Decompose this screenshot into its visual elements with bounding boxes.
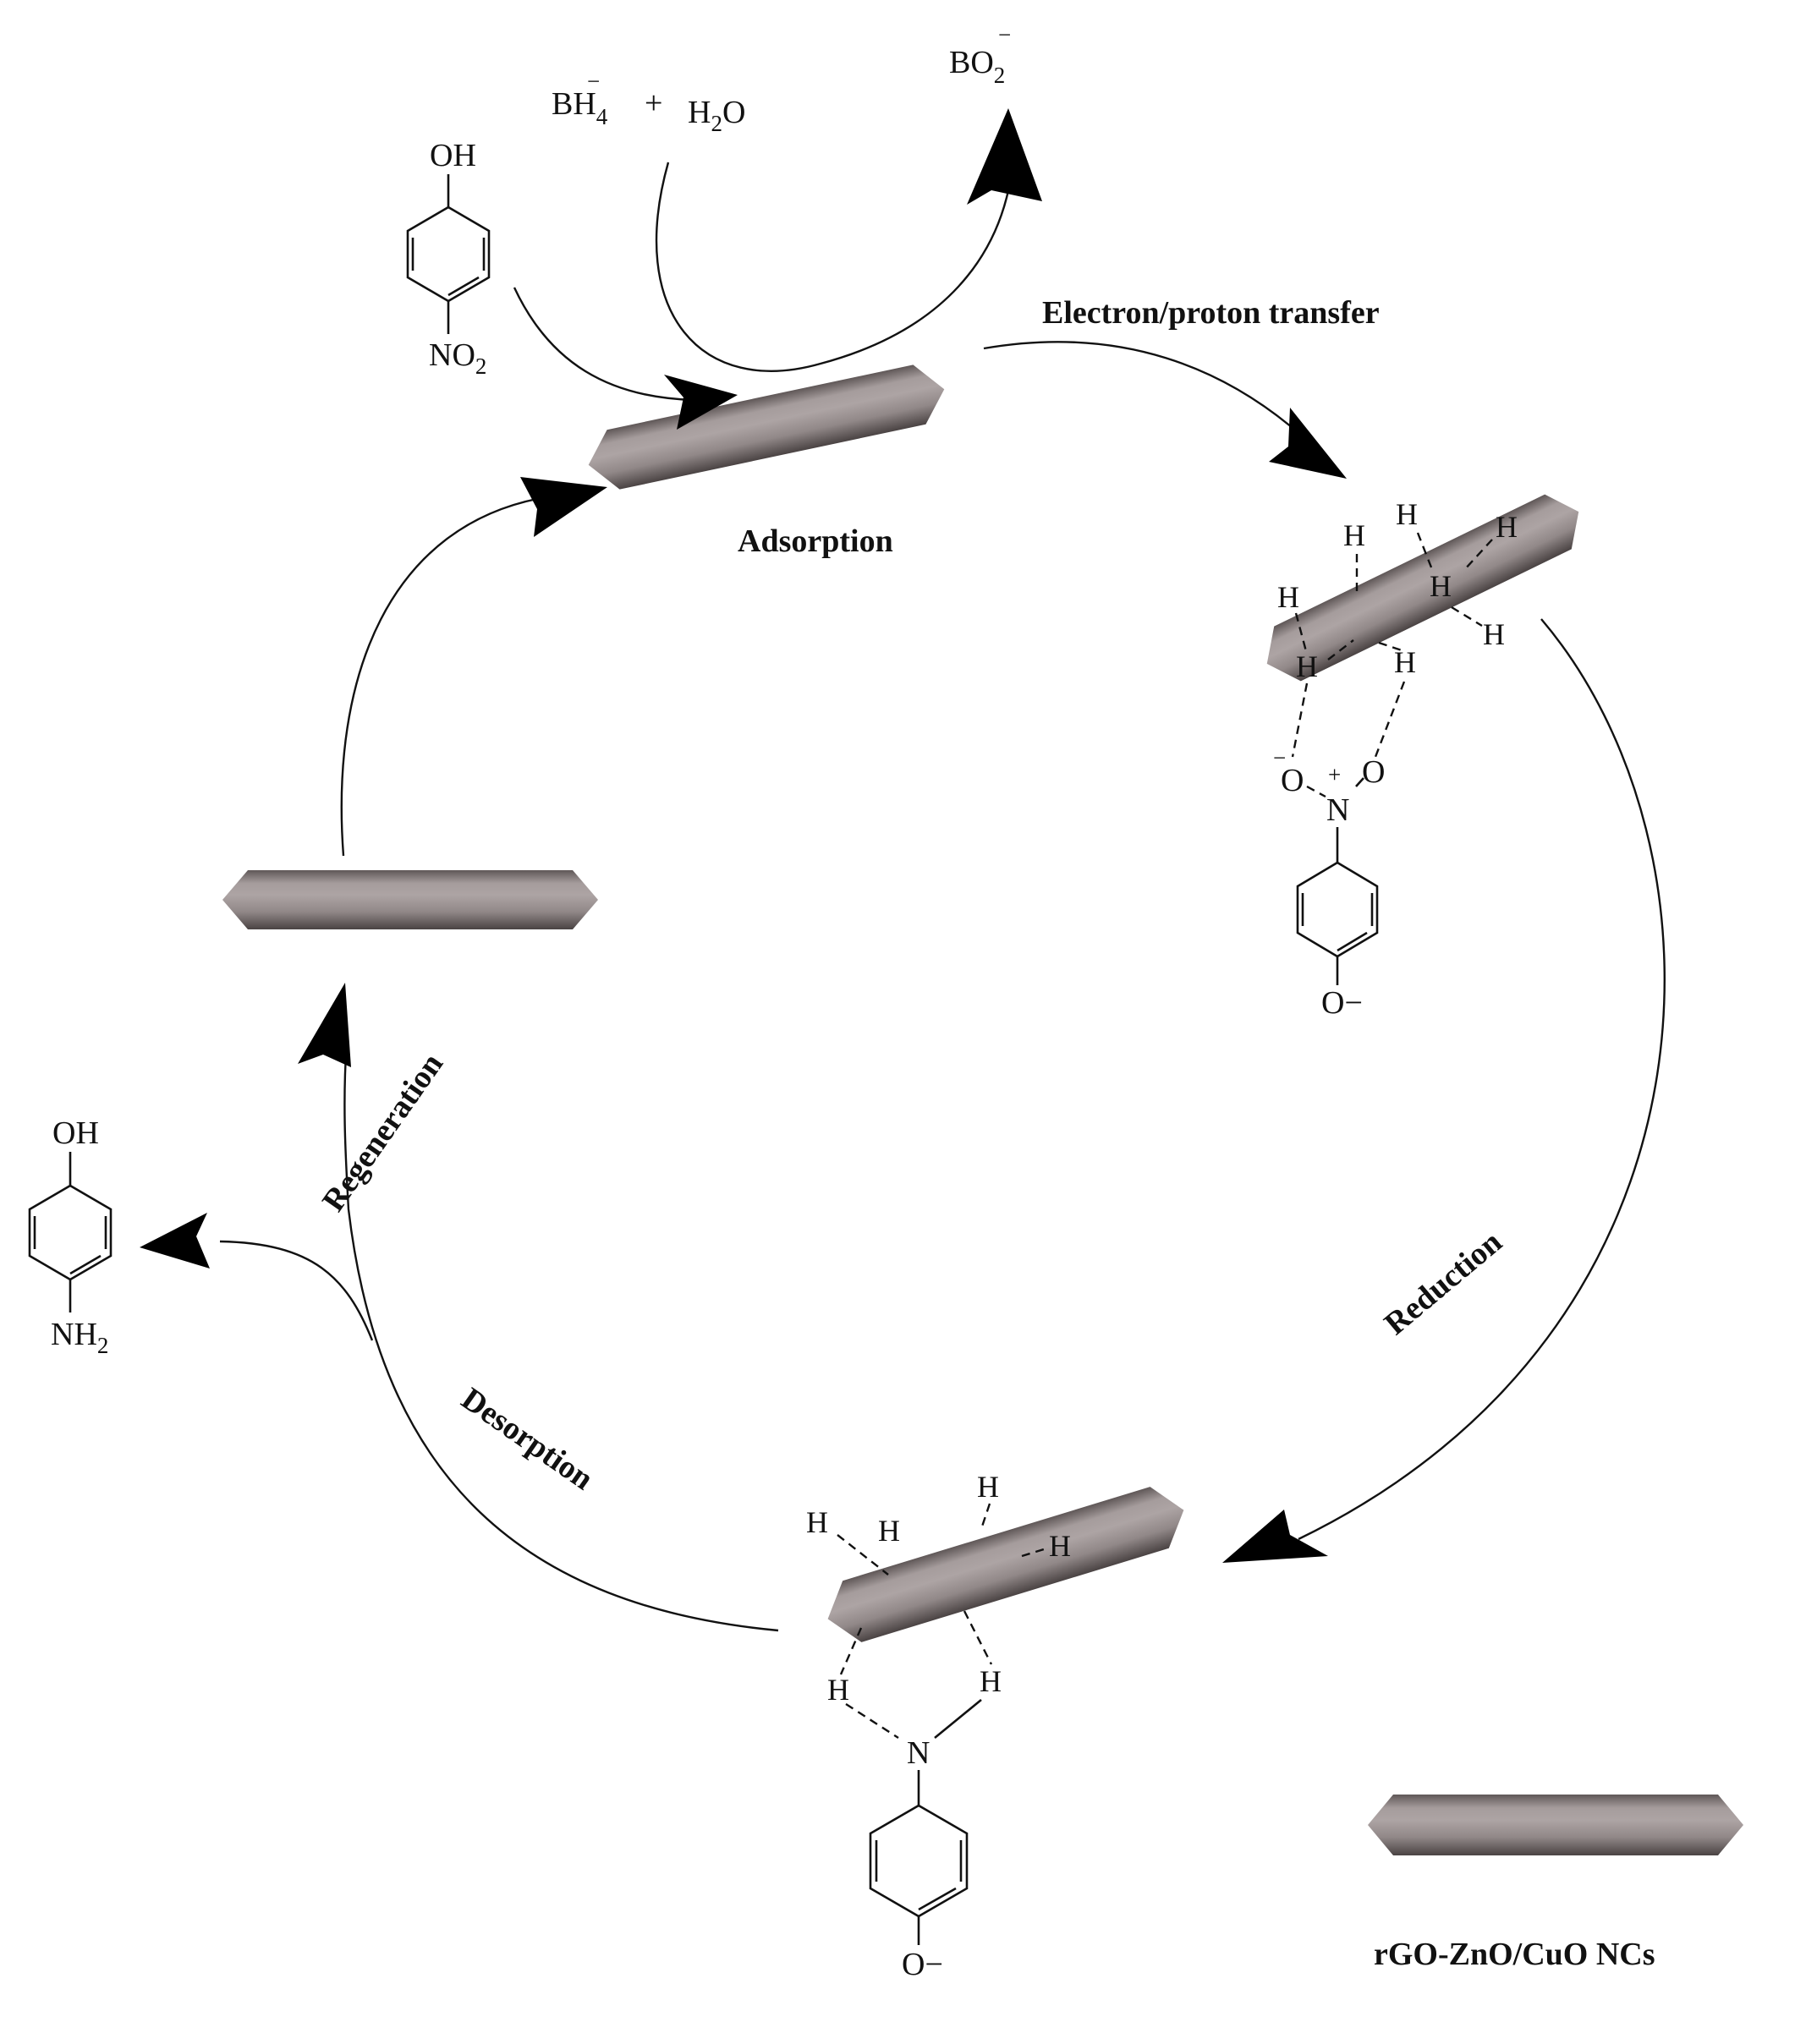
arrowhead-regeneration (298, 983, 351, 1067)
nitro-o-left: O (1281, 763, 1304, 798)
label-desorption: Desorption (455, 1381, 600, 1497)
nitro-o-right: O (1362, 754, 1385, 790)
svg-text:H: H (827, 1673, 849, 1707)
water-label: H2O (688, 95, 745, 136)
label-reduction: Reduction (1378, 1225, 1509, 1342)
arrowhead-adsorption (520, 477, 607, 537)
molecule-4-aminophenol: OH NH2 (28, 1115, 113, 1358)
svg-text:−: − (1273, 745, 1286, 770)
molecule-aminophenolate: N O− (869, 1735, 969, 1982)
adsorbed-hydrogens-top: H H H H H H H H (1277, 497, 1518, 758)
nitrophenol-oh-label: OH (430, 138, 476, 173)
svg-text:H: H (1049, 1529, 1071, 1563)
svg-text:H: H (980, 1664, 1002, 1698)
arrowhead-electron-transfer (1269, 408, 1347, 479)
arrowhead-borate (967, 108, 1042, 205)
svg-text:H: H (878, 1514, 900, 1548)
amine-n: N (907, 1735, 930, 1771)
svg-text:BO2: BO2 (949, 45, 1005, 88)
svg-text:H: H (1343, 518, 1365, 552)
svg-text:H: H (1394, 645, 1416, 679)
label-regeneration: Regeneration (316, 1047, 450, 1218)
aminophenol-oh-label: OH (52, 1115, 99, 1151)
aminophenol-nh2-label: NH2 (51, 1317, 108, 1358)
bo2-charge: − (998, 22, 1011, 47)
svg-text:+: + (1328, 762, 1341, 787)
adsorbed-hydrogens-bottom: H H H H H H (806, 1470, 1071, 1740)
nanorod-electron-transfer (1266, 494, 1579, 682)
nitrophenolate-o: O− (1321, 985, 1363, 1021)
bh4-label: BH (552, 86, 596, 122)
product-borate: BO2 − (949, 22, 1011, 88)
bo2-label: BO (949, 45, 994, 80)
curve-regeneration (340, 496, 546, 857)
nitro-n: N (1326, 792, 1349, 828)
svg-text:H: H (1277, 580, 1299, 614)
svg-text:H: H (1430, 569, 1452, 603)
label-electron-proton-transfer: Electron/proton transfer (1042, 295, 1380, 331)
curve-reduction (1298, 618, 1666, 1541)
bh4-charge: − (587, 68, 600, 94)
curve-desorption (343, 1039, 779, 1632)
svg-text:H: H (977, 1470, 999, 1504)
legend-label: rGO-ZnO/CuO NCs (1374, 1937, 1655, 1972)
curve-aminophenol-out (219, 1240, 374, 1341)
reagent-borohydride-water: BH4 − + H2O (552, 68, 745, 136)
molecule-nitrophenolate: − O + O N O− (1273, 745, 1385, 1021)
curve-borohydride (655, 162, 1013, 372)
nitrophenol-no2-label: NO2 (429, 337, 486, 379)
svg-text:H: H (1483, 617, 1505, 651)
arrowhead-reduction (1222, 1510, 1328, 1563)
arrowhead-nitrophenol (664, 375, 738, 430)
nanorod-adsorption (588, 364, 945, 490)
nanorod-regeneration (222, 870, 598, 929)
svg-text:H: H (1296, 649, 1318, 683)
svg-text:BH4: BH4 (552, 86, 608, 129)
nanorod-legend-swatch (1368, 1795, 1743, 1855)
nanorod-reduction (827, 1487, 1184, 1642)
curve-nitrophenol-in (513, 287, 694, 402)
label-adsorption: Adsorption (738, 523, 893, 559)
svg-text:H: H (1496, 510, 1518, 544)
plus-sign: + (645, 85, 662, 121)
aminophenolate-o: O− (902, 1947, 943, 1982)
arrowhead-aminophenol (140, 1213, 210, 1269)
svg-text:H: H (806, 1505, 828, 1539)
svg-text:H: H (1396, 497, 1418, 531)
molecule-4-nitrophenol: OH NO2 (406, 138, 491, 379)
curve-electron-transfer (983, 341, 1316, 449)
